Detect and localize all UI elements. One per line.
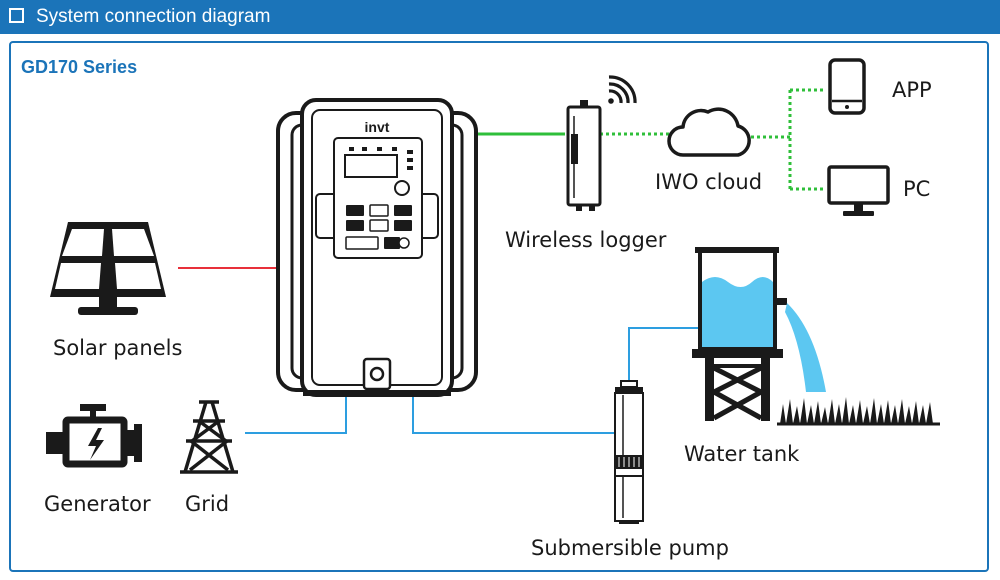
wireless-logger-label: Wireless logger [505,228,667,252]
grid-label: Grid [185,492,230,516]
section-title: System connection diagram [36,6,271,27]
grid-connection-line [245,394,347,434]
pc-monitor-icon [827,165,890,216]
app-label: APP [892,78,932,102]
cloud-icon [667,107,751,157]
inverter-drive-icon: invt [276,98,478,397]
phone-icon [828,58,866,115]
diagram-frame [9,41,989,572]
iwo-cloud-label: IWO cloud [655,170,763,194]
pump-connection-line [412,394,615,434]
grass-field-icon [777,397,940,426]
solar-panels-label: Solar panels [53,336,183,360]
water-tank-label: Water tank [684,442,800,466]
brand-logo: invt [365,119,390,135]
section-header: System connection diagram [0,0,1000,34]
pc-label: PC [903,177,931,201]
grid-tower-icon [180,400,238,474]
generator-icon [46,404,142,468]
generator-label: Generator [44,492,151,516]
data-links [600,88,826,191]
submersible-pump-icon [614,380,644,524]
header-checkbox-icon [9,8,24,23]
submersible-pump-label: Submersible pump [531,536,729,560]
wireless-logger-icon [566,75,637,211]
solar-panel-icon [50,222,166,315]
series-title: GD170 Series [21,57,138,77]
pump-to-tank-pipe [628,327,698,382]
water-tank-icon [692,247,826,421]
